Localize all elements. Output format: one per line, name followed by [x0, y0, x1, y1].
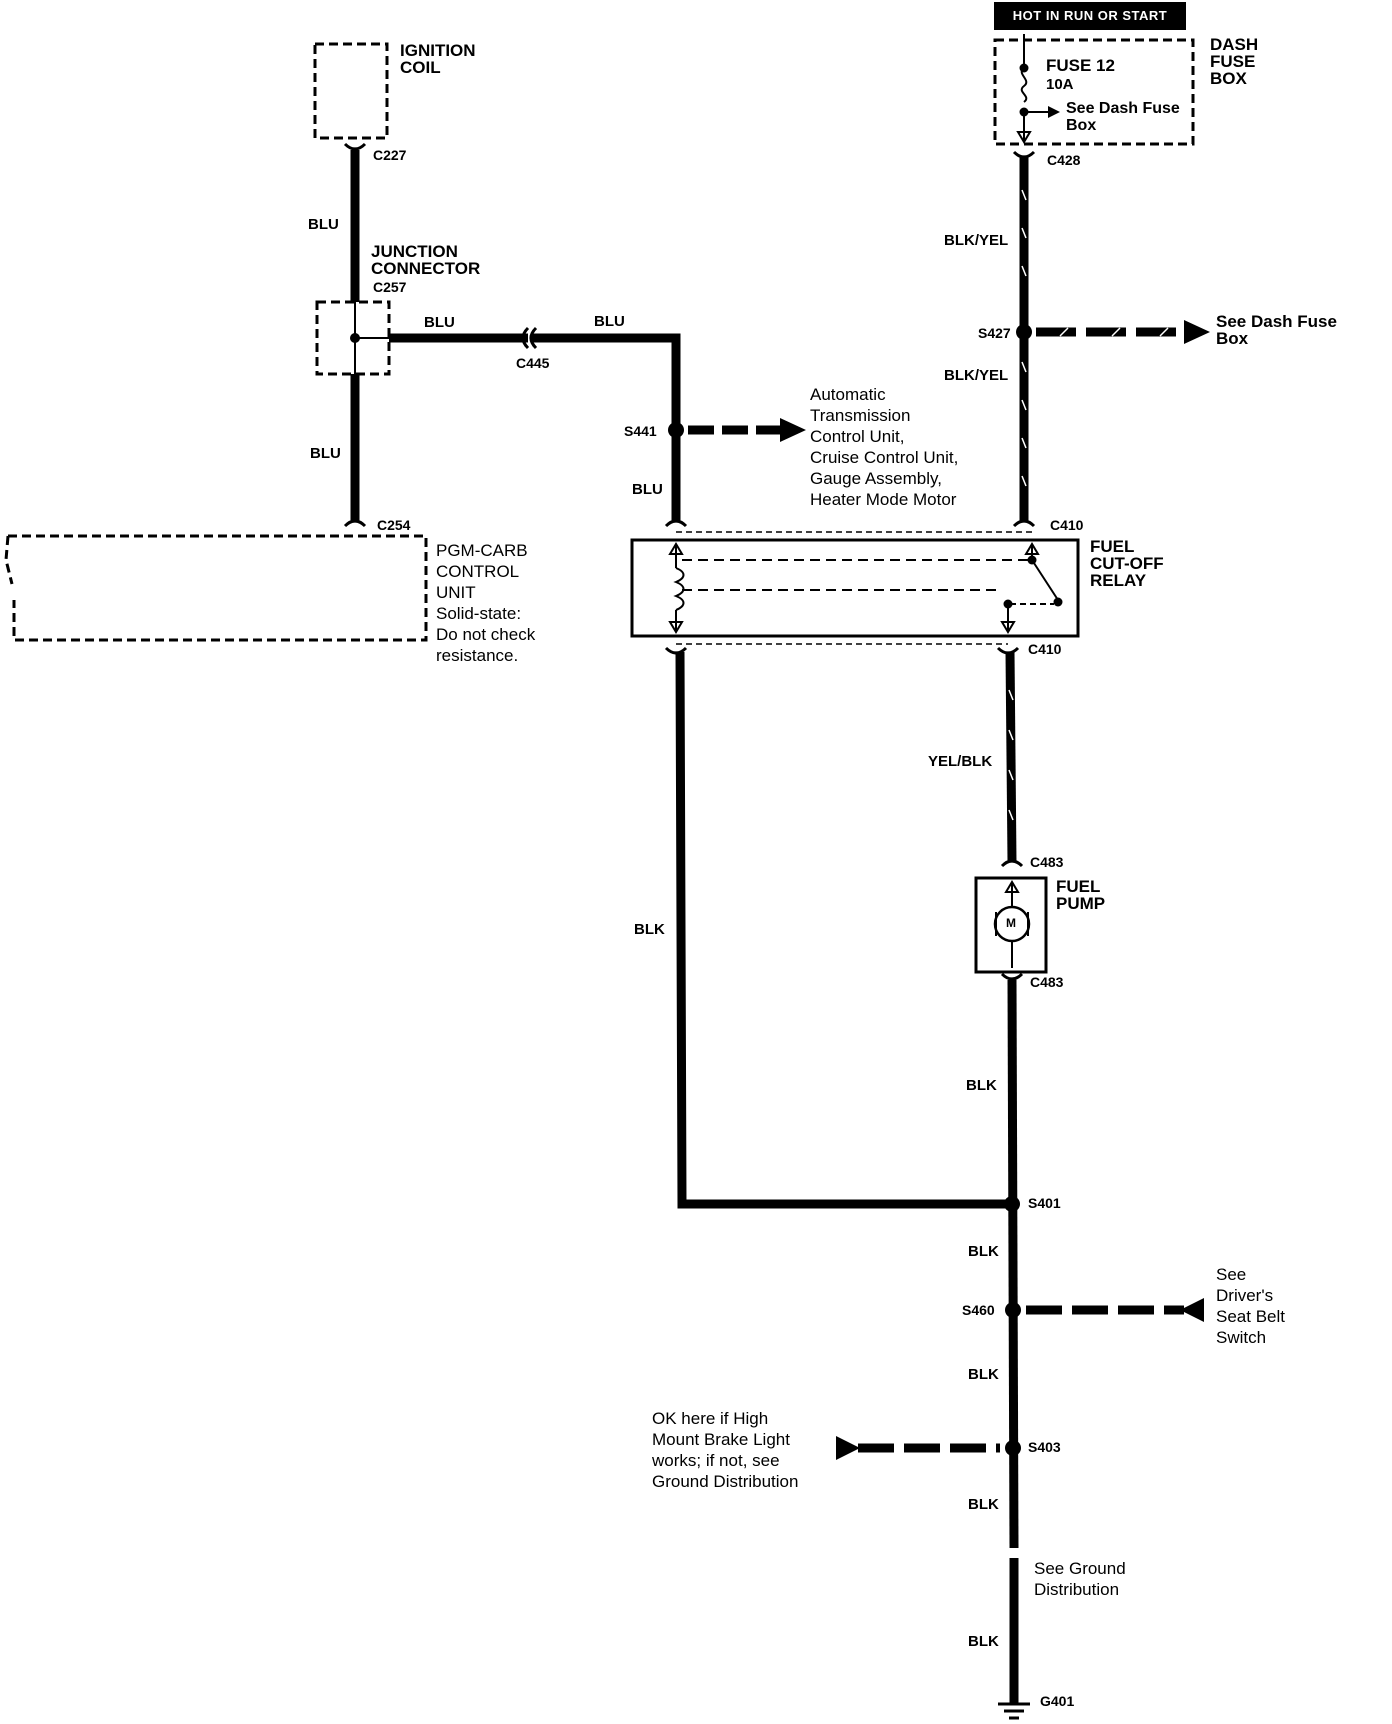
relay-outer-box — [630, 538, 1080, 638]
s427-branch-stripes — [1059, 327, 1169, 337]
c410-right-top-mark — [1012, 519, 1036, 528]
wire-label-blk-2: BLK — [966, 1077, 997, 1094]
motor-m-label: M — [1006, 916, 1016, 930]
c410-top-label: C410 — [1050, 517, 1084, 533]
wire-label-blu-5: BLU — [632, 481, 663, 498]
splice-s441-dot — [668, 422, 684, 438]
fuse-note-label: See Dash Fuse Box — [1066, 100, 1180, 134]
pump-arrow-top — [1004, 880, 1020, 893]
fuel-pump-label: FUEL PUMP — [1056, 877, 1106, 913]
c257-label: C257 — [373, 279, 407, 295]
wire-label-blu-4: BLU — [310, 445, 341, 462]
s460-destination-note: See Driver's Seat Belt Switch — [1216, 1265, 1285, 1347]
splice-s460-dot — [1005, 1302, 1021, 1318]
c410-left-top-mark — [664, 519, 688, 528]
c483-top-mark — [1000, 859, 1024, 868]
c483-top-label: C483 — [1030, 854, 1064, 870]
wire-label-blu-2: BLU — [424, 314, 455, 331]
pgm-carb-box — [4, 534, 428, 642]
fuse-element — [1020, 67, 1028, 103]
s441-arrowhead — [780, 418, 806, 442]
wire-label-blk-yel-1: BLK/YEL — [944, 232, 1009, 249]
s427-label: S427 — [978, 325, 1011, 341]
splice-s403-dot — [1005, 1440, 1021, 1456]
fuse-note-arrowhead — [1048, 106, 1060, 118]
c445-label: C445 — [516, 355, 550, 371]
fuse-down-arrowhead — [1016, 131, 1032, 144]
wire-blu-horizontal-2 — [532, 333, 681, 522]
junction-connector-label: JUNCTION CONNECTOR — [371, 242, 481, 278]
s460-label: S460 — [962, 1302, 995, 1318]
c445-connector-mark — [521, 326, 538, 350]
c428-label: C428 — [1047, 152, 1081, 168]
s427-destination-note: See Dash Fuse Box — [1216, 312, 1337, 348]
fuel-cutoff-relay-label: FUEL CUT-OFF RELAY — [1090, 537, 1164, 590]
splice-s427-dot — [1016, 324, 1032, 340]
c483-bottom-label: C483 — [1030, 974, 1064, 990]
s403-ok-note: OK here if High Mount Brake Light works;… — [652, 1409, 799, 1491]
relay-coil-arrow-top — [668, 542, 684, 555]
s403-arrowhead — [836, 1436, 860, 1460]
s403-label: S403 — [1028, 1439, 1061, 1455]
wire-label-blk-4: BLK — [968, 1366, 999, 1383]
wire-label-blk-6: BLK — [968, 1633, 999, 1650]
wire-blk-trunk-1 — [1007, 979, 1019, 1549]
s441-destination-note: Automatic Transmission Control Unit, Cru… — [810, 385, 959, 509]
wire-label-blk-3: BLK — [968, 1243, 999, 1260]
dash-fuse-box — [993, 38, 1195, 146]
dash-fuse-box-label: DASH FUSE BOX — [1210, 35, 1259, 88]
relay-contact-arm — [1053, 597, 1063, 607]
s441-label: S441 — [624, 423, 657, 439]
c410-bottom-label: C410 — [1028, 641, 1062, 657]
fuse-rating-label: 10A — [1046, 76, 1074, 93]
s460-arrowhead — [1180, 1298, 1204, 1322]
junction-connector-box — [315, 300, 391, 376]
wire-yel-blk — [1005, 651, 1017, 863]
fuse-name-label: FUSE 12 — [1046, 56, 1115, 75]
ground-distribution-note: See Ground Distribution — [1034, 1559, 1126, 1599]
wire-label-blu-3: BLU — [594, 313, 625, 330]
s427-arrowhead — [1184, 320, 1210, 344]
ignition-coil-label: IGNITION COIL — [400, 41, 476, 77]
fuel-pump-box — [974, 876, 1048, 974]
relay-coil-arrow-bottom — [668, 621, 684, 634]
c254-label: C254 — [377, 517, 411, 533]
relay-switch-arm — [1031, 559, 1059, 601]
relay-switch-arrow-bottom — [1000, 621, 1016, 634]
junction-dot — [350, 333, 360, 343]
c227-label: C227 — [373, 147, 407, 163]
wire-yel-blk-stripes — [1008, 689, 1014, 821]
ignition-coil-box — [313, 42, 389, 140]
c254-connector-mark — [343, 519, 367, 528]
wire-label-blk-yel-2: BLK/YEL — [944, 367, 1009, 384]
wire-label-blk-1: BLK — [634, 921, 665, 938]
wire-label-blk-5: BLK — [968, 1496, 999, 1513]
pgm-carb-label: PGM-CARB CONTROL UNIT Solid-state: Do no… — [436, 541, 536, 665]
wire-blk-yel-stripes — [1021, 189, 1027, 487]
splice-s401-dot — [1004, 1196, 1020, 1212]
power-banner: HOT IN RUN OR START — [994, 2, 1186, 30]
s401-label: S401 — [1028, 1195, 1061, 1211]
wire-blk-relay-return — [675, 651, 1012, 1209]
relay-switch-arrow-top — [1024, 542, 1040, 555]
wire-label-yel-blk: YEL/BLK — [928, 753, 993, 770]
c483-bottom-mark — [1000, 972, 1024, 981]
wire-label-blu-1: BLU — [308, 216, 339, 233]
c227-connector-mark — [343, 142, 367, 151]
g401-label: G401 — [1040, 1693, 1075, 1709]
